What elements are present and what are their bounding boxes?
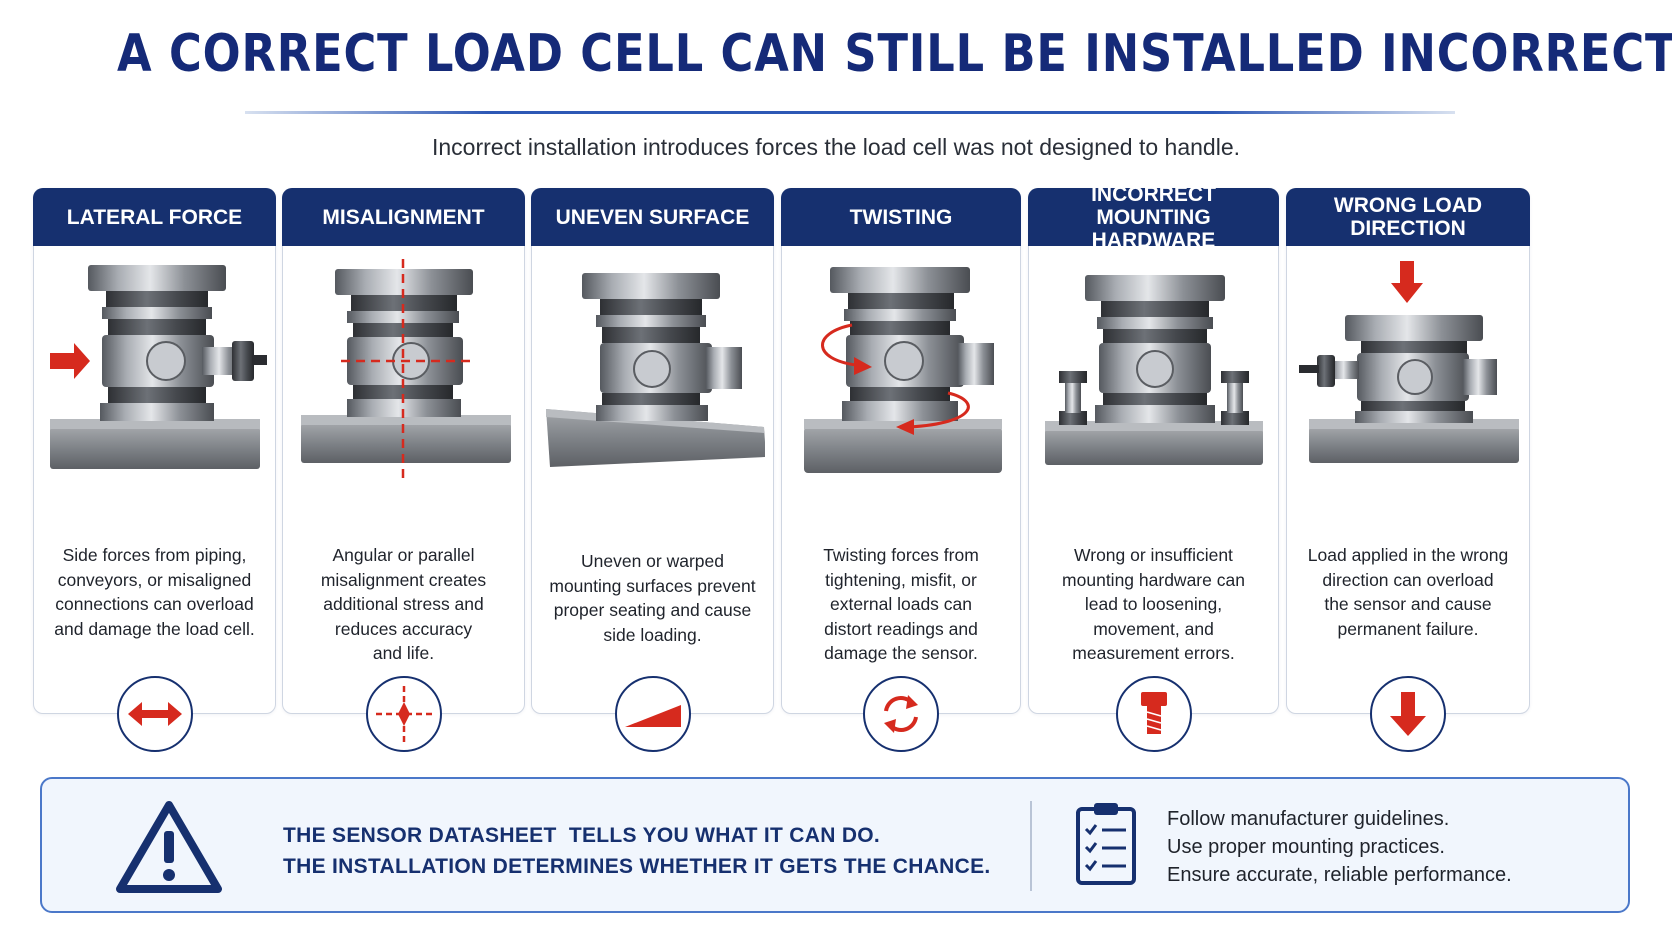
card-title: MISALIGNMENT — [282, 188, 525, 246]
card-description: Twisting forces from tightening, misfit,… — [823, 545, 979, 663]
panel-divider — [1030, 801, 1032, 891]
card-title: UNEVEN SURFACE — [531, 188, 774, 246]
checklist-item: Ensure accurate, reliable performance. — [1167, 864, 1512, 886]
red-arrow-icon — [1391, 261, 1423, 303]
card-twisting: TWISTING Twisting forces from tightening… — [781, 188, 1021, 752]
rotate-icon — [863, 676, 939, 752]
load-cell-illustration — [1297, 259, 1519, 709]
clipboard-checklist-icon — [1074, 799, 1138, 892]
takeaway-message: THE SENSOR DATASHEET TELLS YOU WHAT IT C… — [283, 820, 991, 882]
card-title: WRONG LOAD DIRECTION — [1286, 188, 1530, 246]
card-misalignment: MISALIGNMENT Angular or parallel misalig… — [282, 188, 525, 752]
checklist-item: Use proper mounting practices. — [1167, 836, 1445, 858]
down-arrow-icon — [1370, 676, 1446, 752]
checklist-item: Follow manufacturer guidelines. — [1167, 808, 1450, 830]
load-cell-illustration — [1039, 259, 1268, 709]
load-cell-illustration — [542, 259, 765, 709]
card-lateral-force: LATERAL FORCE Side forces from piping, c… — [33, 188, 276, 752]
card-description: Uneven or warped mounting surfaces preve… — [549, 551, 756, 645]
wedge-icon — [614, 676, 691, 752]
card-incorrect-mounting-hardware: INCORRECT MOUNTING HARDWARE Wrong or ins… — [1028, 183, 1279, 752]
card-description: Side forces from piping, conveyors, or m… — [54, 545, 255, 639]
load-cell-illustration — [792, 259, 1010, 709]
crosshair-icon — [365, 676, 442, 752]
load-cell-illustration — [293, 259, 514, 709]
card-uneven-surface: UNEVEN SURFACE Uneven or warped mounting… — [531, 188, 774, 752]
red-arrow-icon — [50, 343, 90, 379]
card-title: INCORRECT MOUNTING HARDWARE — [1028, 183, 1279, 252]
card-description: Wrong or insufficient mounting hardware … — [1062, 545, 1245, 663]
page-subtitle: Incorrect installation introduces forces… — [431, 134, 1241, 160]
double-arrow-icon — [116, 676, 193, 752]
load-cell-illustration — [44, 259, 267, 709]
card-description: Load applied in the wrong direction can … — [1307, 545, 1509, 639]
page-title: A CORRECT LOAD CELL CAN STILL BE INSTALL… — [117, 24, 1672, 84]
takeaway-panel: THE SENSOR DATASHEET TELLS YOU WHAT IT C… — [40, 777, 1630, 913]
takeaway-line-2: THE INSTALLATION DETERMINES WHETHER IT G… — [283, 855, 991, 878]
card-title: LATERAL FORCE — [33, 188, 276, 246]
takeaway-line-1: THE SENSOR DATASHEET TELLS YOU WHAT IT C… — [283, 824, 881, 847]
title-underline — [245, 111, 1455, 114]
card-title: TWISTING — [781, 188, 1021, 246]
bolt-icon — [1115, 676, 1192, 752]
warning-triangle-icon — [116, 799, 222, 900]
checklist: Follow manufacturer guidelines. Use prop… — [1167, 805, 1512, 889]
card-wrong-load-direction: WRONG LOAD DIRECTION Load applied in the… — [1286, 188, 1530, 752]
card-description: Angular or parallel misalignment creates… — [320, 545, 487, 663]
